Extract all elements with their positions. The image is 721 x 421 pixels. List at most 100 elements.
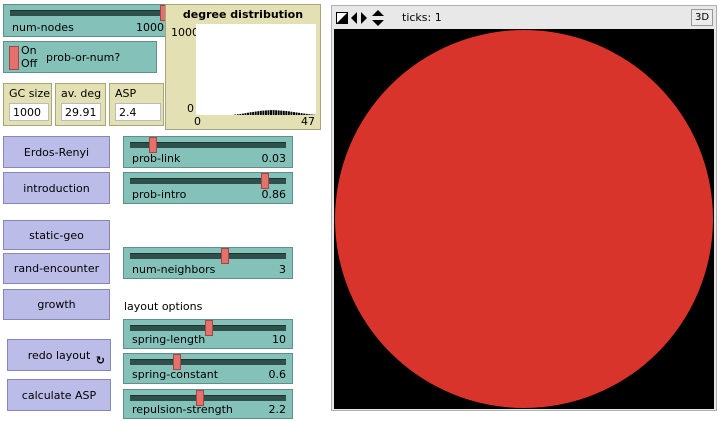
slider-value: 10 — [272, 333, 286, 346]
redo-layout-label: redo layout — [27, 348, 91, 362]
histogram-bar — [300, 113, 303, 115]
slider-thumb[interactable] — [261, 173, 269, 189]
histogram-bar — [293, 112, 295, 115]
plot-x-max: 47 — [301, 115, 315, 128]
monitor-value: 1000 — [9, 103, 49, 121]
spring-constant-slider[interactable]: spring-constant 0.6 — [123, 353, 293, 384]
slider-track — [130, 359, 286, 365]
slider-thumb[interactable] — [196, 390, 204, 406]
plot-area — [196, 24, 316, 115]
plot-y-min: 0 — [187, 102, 194, 115]
num-nodes-slider[interactable]: num-nodes 1000 — [3, 4, 169, 37]
slider-value: 0.86 — [261, 188, 287, 201]
histogram-bar — [308, 114, 311, 115]
slider-track — [130, 395, 286, 401]
spring-length-slider[interactable]: spring-length 10 — [123, 319, 293, 349]
view-toolbar: ticks: 1 3D — [332, 6, 716, 29]
histogram-bar — [295, 112, 298, 115]
slider-value: 0.03 — [261, 152, 287, 165]
histogram-bar — [241, 113, 244, 115]
switch-on-label: On — [21, 44, 37, 57]
plot-x-min: 0 — [194, 115, 201, 128]
horizontal-arrows-icon[interactable] — [351, 12, 367, 24]
slider-thumb[interactable] — [173, 354, 181, 370]
slider-value: 0.6 — [268, 368, 287, 381]
network-circle — [335, 30, 713, 408]
slider-label: prob-link — [132, 152, 181, 165]
switch-toggle[interactable] — [9, 46, 19, 70]
layout-options-label: layout options — [124, 300, 203, 313]
gc-size-monitor: GC size 1000 — [3, 83, 52, 126]
histogram-bar — [249, 112, 252, 115]
static-geo-button[interactable]: static-geo — [3, 220, 110, 250]
monitor-label: ASP — [115, 87, 137, 100]
histogram-bar — [254, 111, 257, 115]
slider-thumb[interactable] — [205, 320, 213, 336]
repulsion-strength-slider[interactable]: repulsion-strength 2.2 — [123, 389, 293, 419]
slider-value: 2.2 — [268, 403, 287, 416]
world-view: ticks: 1 3D — [331, 5, 717, 411]
slider-label: num-neighbors — [132, 263, 216, 276]
num-neighbors-slider[interactable]: num-neighbors 3 — [123, 247, 293, 279]
slider-thumb[interactable] — [149, 137, 157, 153]
slider-track — [10, 10, 162, 16]
introduction-button[interactable]: introduction — [3, 172, 110, 204]
slider-label: repulsion-strength — [132, 403, 233, 416]
switch-name: prob-or-num? — [46, 51, 121, 64]
prob-intro-slider[interactable]: prob-intro 0.86 — [123, 172, 293, 204]
slider-track — [130, 142, 286, 148]
histogram-bar — [275, 110, 278, 115]
histogram-bar — [287, 111, 290, 115]
histogram-bar — [244, 113, 247, 115]
histogram-bar — [282, 110, 285, 115]
monitor-label: GC size — [9, 87, 51, 100]
forever-icon: ↻ — [95, 354, 105, 367]
redo-layout-button[interactable]: redo layout ↻ — [7, 339, 111, 371]
histogram-bar — [239, 113, 242, 115]
degree-distribution-plot: degree distribution 1000 0 0 47 — [165, 4, 321, 130]
histogram-bar — [272, 110, 275, 115]
monitor-value: 2.4 — [115, 103, 161, 121]
histogram-bar — [270, 110, 272, 115]
histogram-bar — [267, 110, 270, 115]
histogram-bar — [298, 112, 301, 115]
slider-label: prob-intro — [132, 188, 187, 201]
histogram-bar — [290, 111, 293, 115]
slider-value: 1000 — [136, 21, 164, 34]
slider-track — [130, 178, 286, 184]
histogram-bar — [277, 110, 280, 115]
plot-title: degree distribution — [182, 8, 304, 21]
world-canvas — [334, 29, 714, 409]
slider-label: spring-length — [132, 333, 206, 346]
slider-value: 3 — [279, 263, 286, 276]
histogram-bar — [310, 114, 313, 115]
calculate-asp-button[interactable]: calculate ASP — [7, 379, 111, 411]
slider-thumb[interactable] — [221, 248, 229, 264]
histogram-bar — [285, 111, 288, 115]
shape-toggle-icon[interactable] — [336, 12, 348, 24]
monitor-value: 29.91 — [61, 103, 101, 121]
vertical-arrows-icon[interactable] — [372, 10, 384, 26]
histogram-bar — [252, 111, 255, 115]
histogram-bar — [259, 110, 262, 115]
rand-encounter-button[interactable]: rand-encounter — [3, 253, 110, 284]
erdos-renyi-button[interactable]: Erdos-Renyi — [3, 136, 110, 168]
prob-or-num-switch[interactable]: On Off prob-or-num? — [3, 41, 157, 73]
histogram-bar — [247, 112, 250, 115]
slider-label: num-nodes — [12, 21, 74, 34]
asp-monitor: ASP 2.4 — [109, 83, 164, 126]
monitor-label: av. deg — [61, 87, 102, 100]
histogram-bar — [303, 113, 306, 115]
slider-label: spring-constant — [132, 368, 219, 381]
histogram-bar — [280, 110, 283, 115]
histogram-bar — [305, 113, 308, 115]
prob-link-slider[interactable]: prob-link 0.03 — [123, 136, 293, 168]
ticks-label: ticks: 1 — [402, 11, 442, 24]
growth-button[interactable]: growth — [3, 289, 110, 320]
histogram-bar — [257, 111, 260, 115]
histogram-bar — [262, 110, 265, 115]
3d-button[interactable]: 3D — [691, 9, 713, 26]
histogram-bar — [264, 110, 267, 115]
slider-track — [130, 253, 286, 259]
switch-off-label: Off — [21, 57, 38, 70]
